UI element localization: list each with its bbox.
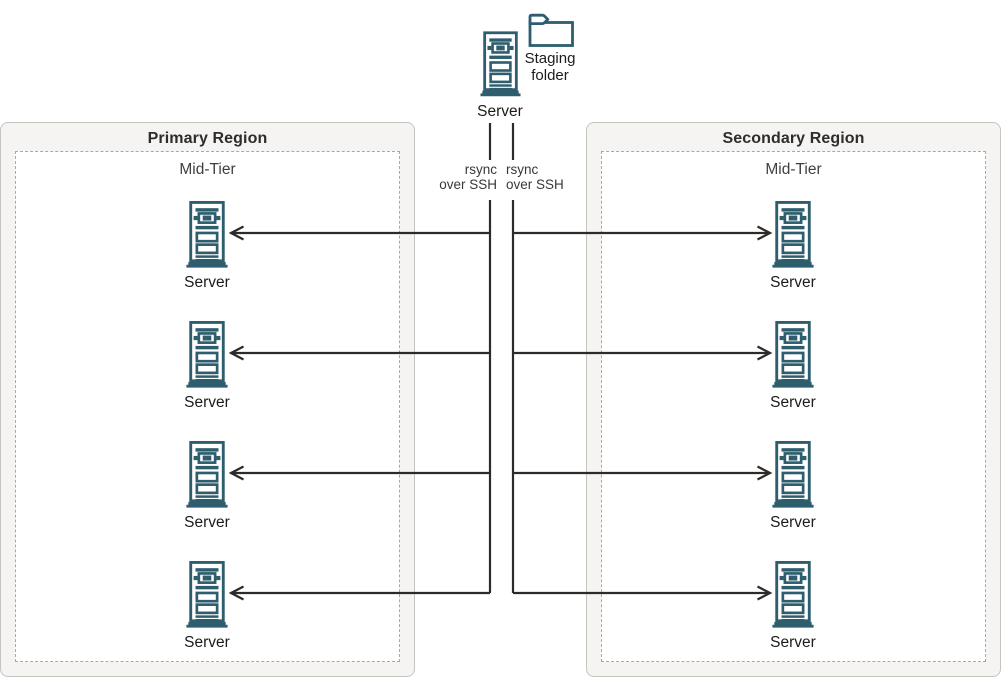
- rsync-ssh-label-left: rsync over SSH: [439, 162, 497, 193]
- server-label: Server: [770, 394, 816, 411]
- server-label: Server: [770, 514, 816, 531]
- server-icon: [185, 561, 229, 628]
- region-secondary-title: Secondary Region: [722, 130, 865, 147]
- server-label: Server: [770, 634, 816, 651]
- server-icon: [771, 561, 815, 628]
- midtier-label: Mid-Tier: [765, 161, 822, 178]
- server-node: Server: [745, 201, 841, 291]
- staging-server-node: Server: [452, 31, 548, 120]
- server-label: Server: [184, 394, 230, 411]
- staging-folder-label: Staging folder: [524, 50, 576, 84]
- server-node: Server: [159, 321, 255, 411]
- server-label: Server: [184, 274, 230, 291]
- server-label: Server: [184, 514, 230, 531]
- server-node: Server: [745, 561, 841, 651]
- server-icon: [771, 201, 815, 268]
- midtier-label: Mid-Tier: [179, 161, 236, 178]
- server-icon: [185, 321, 229, 388]
- server-node: Server: [745, 321, 841, 411]
- server-icon: [771, 321, 815, 388]
- region-primary-title: Primary Region: [147, 130, 268, 147]
- server-icon: [185, 441, 229, 508]
- server-node: Server: [159, 561, 255, 651]
- server-label: Server: [184, 634, 230, 651]
- server-node: Server: [159, 201, 255, 291]
- rsync-ssh-label-right: rsync over SSH: [506, 162, 564, 193]
- server-node: Server: [745, 441, 841, 531]
- server-icon: [771, 441, 815, 508]
- server-icon: [185, 201, 229, 268]
- server-icon: [480, 31, 521, 97]
- server-label: Server: [770, 274, 816, 291]
- server-label: Server: [477, 103, 523, 120]
- server-node: Server: [159, 441, 255, 531]
